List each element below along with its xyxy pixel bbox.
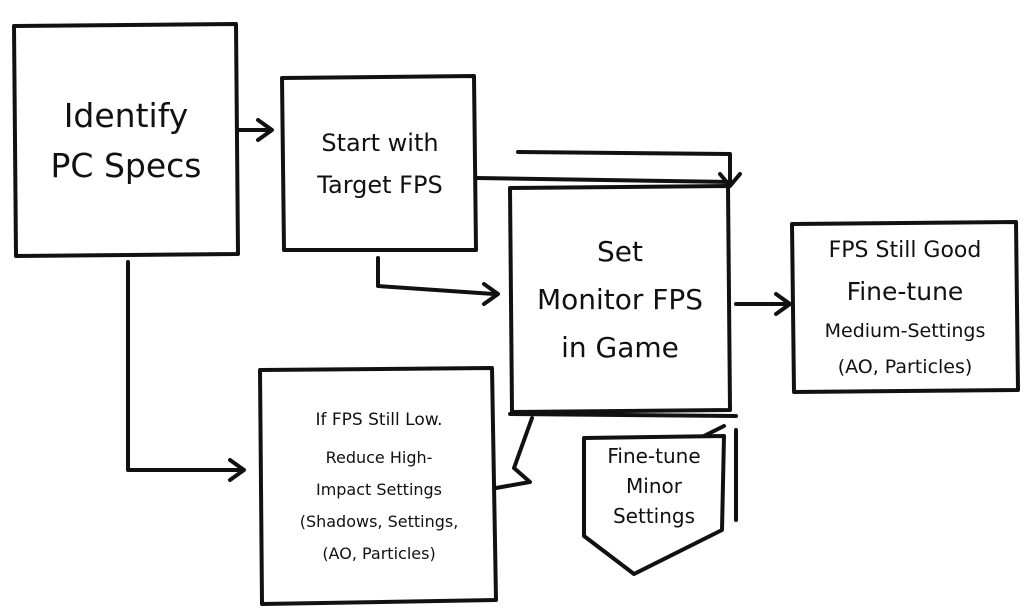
minor-line-1: Fine-tune bbox=[607, 444, 701, 468]
low-line-4: (Shadows, Settings, bbox=[299, 512, 459, 531]
set-line-2: Monitor FPS bbox=[536, 283, 704, 316]
edge-target-to-set-top bbox=[474, 150, 734, 184]
low-line-2: Reduce High- bbox=[325, 448, 433, 467]
box-fine-tune-minor bbox=[582, 434, 726, 576]
node-fps-still-good: FPS Still Good Fine-tune Medium-Settings… bbox=[794, 226, 1016, 390]
low-line-3: Impact Settings bbox=[315, 480, 443, 499]
target-line-1: Start with bbox=[321, 129, 439, 157]
edge-target-to-set-bottom bbox=[376, 256, 496, 296]
edge-low-to-minor bbox=[494, 412, 738, 522]
node-target-fps: Start with Target FPS bbox=[284, 80, 476, 248]
box-set-monitor-fps bbox=[508, 184, 732, 414]
low-line-5: (AO, Particles) bbox=[322, 544, 436, 563]
identify-line-1: Identify bbox=[63, 96, 189, 135]
good-line-1: FPS Still Good bbox=[828, 238, 982, 263]
node-fine-tune-minor: Fine-tune Minor Settings bbox=[584, 438, 724, 534]
minor-line-3: Settings bbox=[612, 504, 696, 528]
box-identify-specs bbox=[12, 22, 240, 258]
good-line-4: (AO, Particles) bbox=[837, 356, 973, 378]
target-line-2: Target FPS bbox=[317, 171, 443, 199]
edge-identify-to-low bbox=[126, 260, 244, 472]
arrowhead-identify-to-target bbox=[256, 118, 274, 142]
box-target-fps bbox=[280, 74, 478, 252]
identify-line-2: PC Specs bbox=[50, 146, 202, 185]
arrowhead-target-to-set-bottom bbox=[482, 282, 500, 306]
set-line-1: Set bbox=[597, 235, 643, 268]
arrowhead-identify-to-low bbox=[228, 458, 246, 482]
good-line-2: Fine-tune bbox=[846, 277, 964, 306]
box-fps-still-low bbox=[258, 366, 498, 606]
node-set-monitor-fps: Set Monitor FPS in Game bbox=[512, 190, 728, 410]
low-line-1: If FPS Still Low. bbox=[315, 410, 443, 430]
node-fps-still-low: If FPS Still Low. Reduce High- Impact Se… bbox=[262, 372, 496, 602]
good-line-3: Medium-Settings bbox=[824, 320, 986, 342]
node-identify-specs: Identify PC Specs bbox=[18, 30, 234, 252]
minor-line-2: Minor bbox=[626, 474, 682, 498]
arrowhead-target-to-set-top bbox=[718, 172, 742, 188]
set-line-3: in Game bbox=[561, 331, 679, 364]
box-fps-still-good bbox=[790, 220, 1020, 394]
arrowhead-set-to-good bbox=[774, 292, 792, 316]
